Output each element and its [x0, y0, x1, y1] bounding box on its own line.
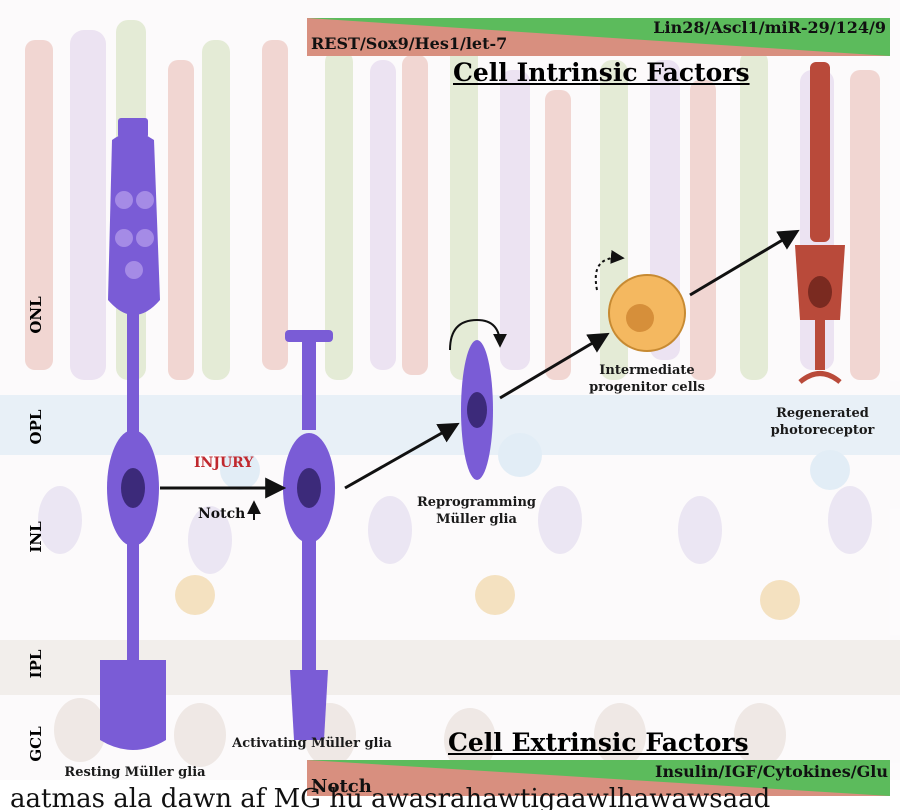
extrinsic-banner [307, 760, 890, 796]
caption-reprogramming: Reprogramming Müller glia [416, 495, 537, 527]
progression-arrows [160, 229, 800, 520]
intrinsic-right-label: Lin28/Ascl1/miR-29/124/9 [653, 18, 886, 37]
reprogramming-muller-glia [449, 318, 507, 480]
caption-activating: Activating Müller glia [232, 736, 392, 751]
layer-label-gcl: GCL [27, 726, 45, 762]
layer-label-opl: OPL [27, 409, 45, 445]
intermediate-progenitor-cell [594, 249, 686, 352]
layer-label-inl: INL [27, 521, 45, 553]
extrinsic-title: Cell Extrinsic Factors [448, 728, 749, 757]
caption-photoreceptor: Regenerated photoreceptor [770, 406, 875, 438]
regenerated-photoreceptor [795, 62, 845, 384]
caption-progenitor: Intermediate progenitor cells [589, 363, 705, 395]
injury-label: INJURY [194, 455, 254, 471]
caption-resting: Resting Müller glia [64, 765, 206, 780]
activating-muller-glia [283, 330, 335, 740]
extrinsic-right-label: Insulin/IGF/Cytokines/Glu [654, 762, 888, 781]
intrinsic-banner [307, 18, 890, 56]
layer-label-ipl: IPL [27, 649, 45, 679]
notch-label: Notch [198, 506, 246, 522]
bottom-clipped-text: aatmas ala dawn af MG hu awasrahawtigaaw… [10, 784, 771, 810]
intrinsic-left-label: REST/Sox9/Hes1/let-7 [311, 34, 508, 53]
resting-muller-glia [100, 118, 166, 750]
intrinsic-title: Cell Intrinsic Factors [453, 58, 750, 87]
layer-label-onl: ONL [27, 296, 45, 334]
extrinsic-left-label: Notch [311, 776, 372, 797]
